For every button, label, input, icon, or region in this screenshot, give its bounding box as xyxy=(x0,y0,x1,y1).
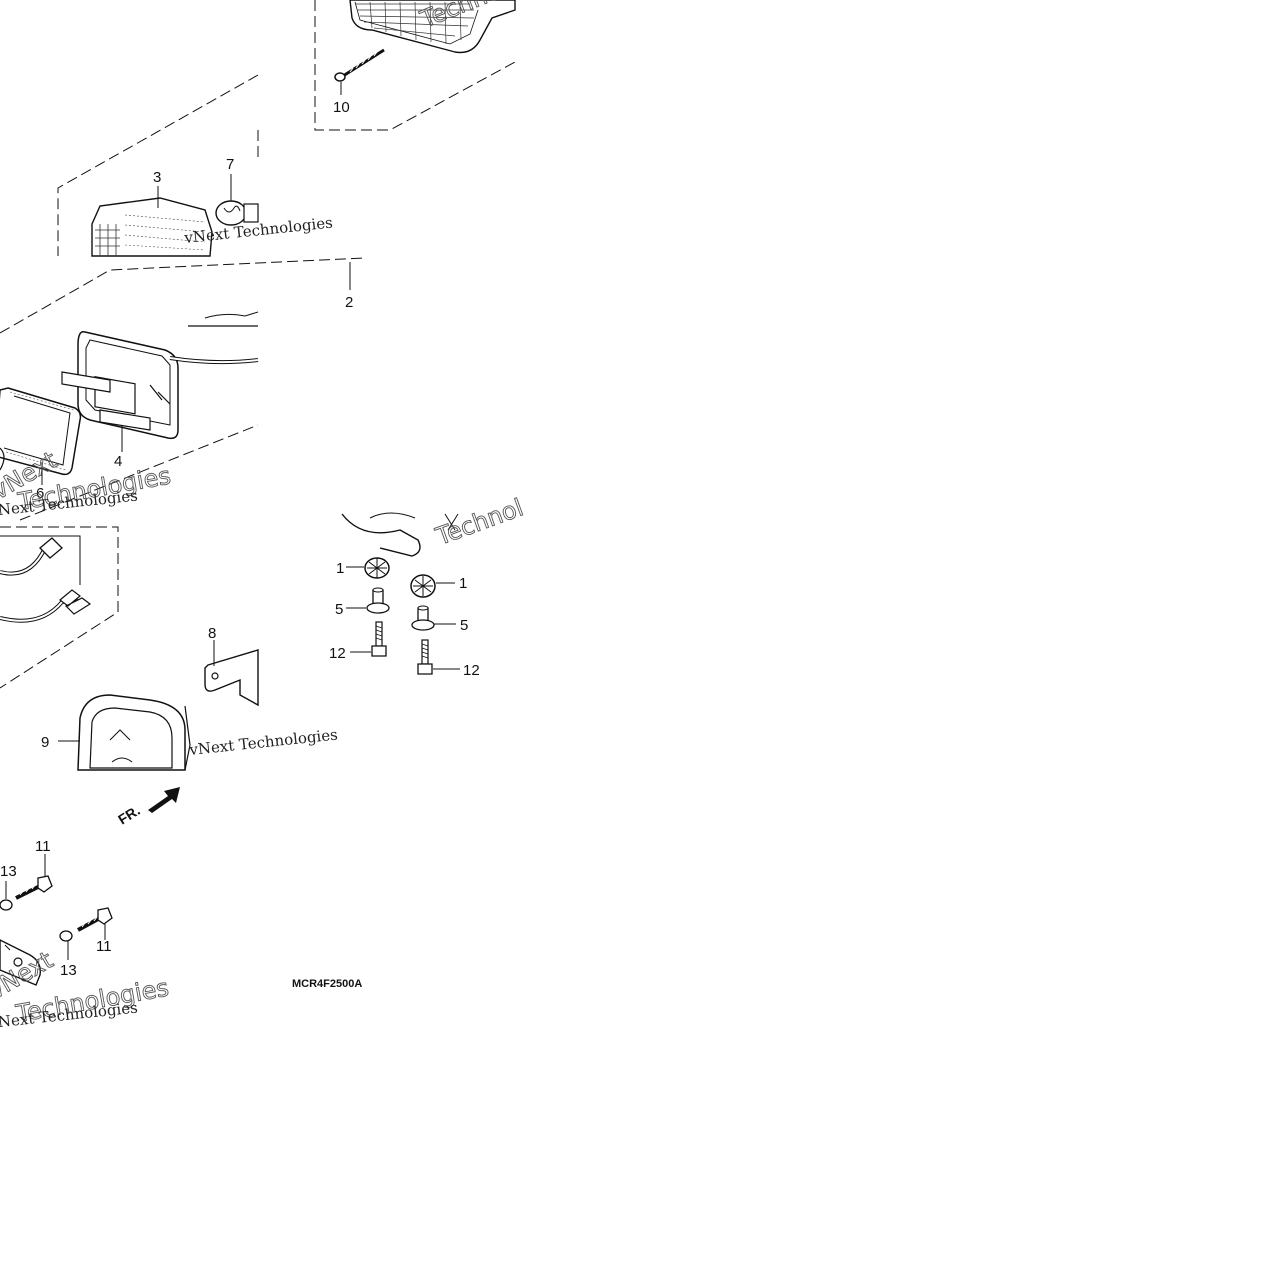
housing-9 xyxy=(58,694,191,771)
collar-5-left xyxy=(346,587,390,614)
tile-taillight-lens: Technol 10 xyxy=(314,0,516,131)
grommet-1-right xyxy=(410,574,455,598)
screw-10 xyxy=(334,48,385,95)
front-direction-arrow: FR. xyxy=(115,787,180,828)
callout-12-right: 12 xyxy=(463,662,480,679)
callout-5-left: 5 xyxy=(335,601,343,618)
washer-13-lower xyxy=(59,930,73,960)
callout-8: 8 xyxy=(208,625,216,642)
tile-bolts-washers: 11 13 11 13 vNext Technologies vNext Tec… xyxy=(0,838,171,1032)
bracket-8 xyxy=(204,640,259,707)
gasket-6 xyxy=(0,387,82,485)
bolt-12-left xyxy=(350,621,387,657)
bolt-12-right xyxy=(417,639,460,675)
callout-7: 7 xyxy=(226,156,234,173)
callout-1-left: 1 xyxy=(336,560,344,577)
tile-lamp-body: 3 7 vNext Technologies xyxy=(57,74,334,257)
callout-10: 10 xyxy=(333,99,350,116)
lens-housing-top: Technol xyxy=(349,0,516,54)
mount-bracket-lower xyxy=(0,939,41,986)
callout-3: 3 xyxy=(153,169,161,186)
lamp-housing xyxy=(61,311,259,452)
callout-4: 4 xyxy=(114,453,122,470)
callout-12-left: 12 xyxy=(329,645,346,662)
collar-5-right xyxy=(411,605,456,631)
tile-mount-hardware: Technol 1 1 5 5 xyxy=(329,493,527,679)
callout-13-lower: 13 xyxy=(60,962,77,979)
lamp-lens-3 xyxy=(91,186,213,257)
watermark-text: vNext Technologies xyxy=(188,726,339,760)
watermark-outline: Technol xyxy=(432,493,527,551)
tile-lamp-unit: 2 4 6 vNext Technologies vNext Technolog… xyxy=(0,257,366,521)
callout-11-upper: 11 xyxy=(35,838,51,855)
front-arrow-label: FR. xyxy=(115,802,143,828)
callout-1-right: 1 xyxy=(459,575,467,592)
figure-code: MCR4F2500A xyxy=(292,978,362,990)
bolt-11-upper xyxy=(15,854,53,900)
callout-5-right: 5 xyxy=(460,617,468,634)
callout-6: 6 xyxy=(36,485,44,502)
washer-13-upper xyxy=(0,881,13,911)
grommet-1-left xyxy=(346,557,390,579)
callout-2: 2 xyxy=(345,294,353,311)
wire-harness xyxy=(0,537,92,623)
bolt-11-lower xyxy=(77,907,113,940)
callout-11-lower: 11 xyxy=(96,938,112,955)
callout-13-upper: 13 xyxy=(0,863,17,880)
callout-9: 9 xyxy=(41,734,49,751)
tile-bracket-housing: 8 9 vNext Technologies xyxy=(0,526,339,771)
bulb-7 xyxy=(215,174,259,226)
